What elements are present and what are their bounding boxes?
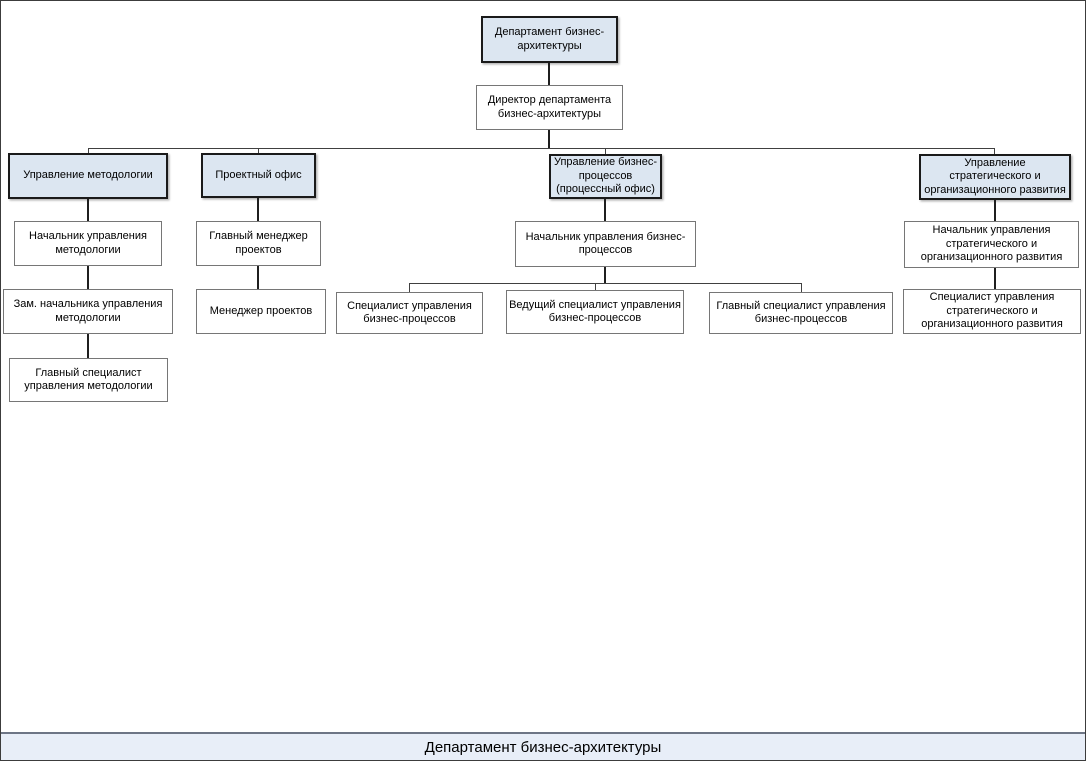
connector-branch4-b: [994, 268, 996, 289]
org-node-business-processes-head: Начальник управления бизнес- процессов: [515, 221, 696, 267]
connector-branch2-b: [257, 266, 259, 289]
org-node-unit-methodology: Управление методологии: [8, 153, 168, 199]
org-node-label: Управление методологии: [23, 169, 153, 182]
org-node-bp-chief-specialist: Главный специалист управления бизнес-про…: [709, 292, 893, 334]
connector-branch3-parent: [604, 267, 606, 283]
org-node-label: Управление бизнес- процессов (процессный…: [553, 156, 658, 196]
org-node-chief-project-manager: Главный менеджер проектов: [196, 221, 321, 266]
org-node-label: Начальник управления стратегического и о…: [920, 224, 1063, 264]
org-node-director: Директор департамента бизнес-архитектуры: [476, 85, 623, 130]
org-node-label: Главный специалист управления бизнес-про…: [716, 299, 886, 325]
connector-stub-unit2: [258, 148, 259, 153]
org-node-unit-strategic-development: Управление стратегического и организацио…: [919, 154, 1071, 200]
org-node-unit-business-processes: Управление бизнес- процессов (процессный…: [549, 154, 662, 199]
org-node-methodology-head: Начальник управления методологии: [14, 221, 162, 266]
connector-stub-unit1: [88, 148, 89, 153]
org-node-bp-lead-specialist: Ведущий специалист управления бизнес-про…: [506, 290, 684, 334]
org-node-bp-specialist: Специалист управления бизнес-процессов: [336, 292, 483, 334]
org-node-label: Специалист управления стратегического и …: [921, 291, 1063, 331]
org-node-strategic-specialist: Специалист управления стратегического и …: [903, 289, 1081, 334]
org-node-label: Начальник управления бизнес- процессов: [525, 230, 686, 256]
org-node-label: Директор департамента бизнес-архитектуры: [487, 94, 612, 120]
connector-main-bus: [88, 148, 995, 149]
footer-title-bar: Департамент бизнес-архитектуры: [1, 732, 1085, 760]
connector-branch2-a: [257, 198, 259, 221]
connector-director-bus: [548, 130, 550, 148]
org-node-project-manager: Менеджер проектов: [196, 289, 326, 334]
org-node-label: Департамент бизнес- архитектуры: [494, 26, 605, 52]
org-node-label: Специалист управления бизнес-процессов: [347, 299, 472, 325]
connector-stub-unit4: [994, 148, 995, 154]
connector-children-bus: [409, 283, 801, 284]
org-node-label: Проектный офис: [215, 168, 302, 181]
org-node-label: Главный специалист управления методологи…: [24, 366, 153, 392]
connector-branch3-a: [604, 199, 606, 221]
footer-title: Департамент бизнес-архитектуры: [424, 738, 662, 756]
org-node-label: Начальник управления методологии: [29, 230, 147, 256]
connector-branch1-a: [87, 199, 89, 221]
org-node-methodology-deputy: Зам. начальника управления методологии: [3, 289, 173, 334]
connector-root-director: [548, 63, 550, 85]
org-node-methodology-chief-specialist: Главный специалист управления методологи…: [9, 358, 168, 402]
connector-branch4-a: [994, 200, 996, 221]
connector-stub-child1: [409, 283, 410, 292]
connector-branch1-b: [87, 266, 89, 289]
org-node-unit-project-office: Проектный офис: [201, 153, 316, 198]
org-node-label: Главный менеджер проектов: [209, 230, 308, 256]
connector-stub-unit3: [605, 148, 606, 154]
org-node-label: Менеджер проектов: [209, 304, 313, 317]
org-node-department-root: Департамент бизнес- архитектуры: [481, 16, 618, 63]
org-node-label: Управление стратегического и организацио…: [924, 156, 1066, 196]
org-node-label: Ведущий специалист управления бизнес-про…: [509, 298, 681, 324]
connector-branch1-c: [87, 334, 89, 358]
connector-stub-child2: [595, 283, 596, 290]
org-node-label: Зам. начальника управления методологии: [13, 298, 163, 324]
org-node-strategic-head: Начальник управления стратегического и о…: [904, 221, 1079, 268]
connector-stub-child3: [801, 283, 802, 292]
